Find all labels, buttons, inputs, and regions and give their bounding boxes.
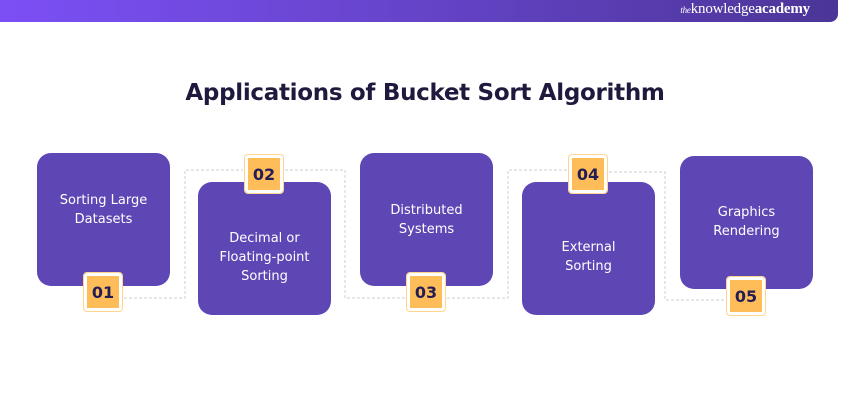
item-number-3: 03 (406, 272, 446, 312)
item-card-1: Sorting Large Datasets (37, 153, 170, 286)
item-number-5: 05 (726, 276, 766, 316)
connector-4-5 (609, 171, 725, 301)
item-card-4: External Sorting (522, 182, 655, 315)
item-card-3: Distributed Systems (360, 153, 493, 286)
item-number-4: 04 (568, 154, 608, 194)
connector-2-3 (285, 169, 405, 299)
brand-logo: theknowledgeacademy (680, 1, 810, 17)
item-number-2: 02 (244, 154, 284, 194)
item-card-2: Decimal or Floating-point Sorting (198, 182, 331, 315)
connector-3-4 (447, 169, 567, 299)
item-card-5: Graphics Rendering (680, 156, 813, 289)
header-bar: theknowledgeacademy (0, 0, 838, 22)
item-number-1: 01 (83, 272, 123, 312)
connector-1-2 (124, 169, 243, 299)
page-title: Applications of Bucket Sort Algorithm (185, 80, 665, 106)
